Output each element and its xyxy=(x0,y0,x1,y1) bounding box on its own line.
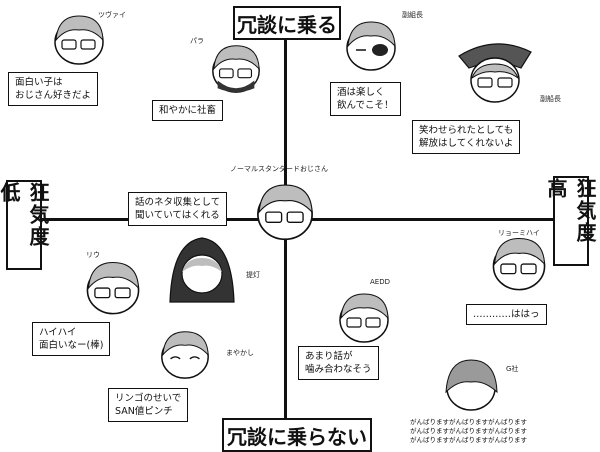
character-face-icon xyxy=(339,293,389,343)
character-face-icon xyxy=(161,331,209,379)
speech-bubble: 酒は楽しく 飲んでこそ！ xyxy=(330,82,401,116)
character-name: ノーマルスタンダードおじさん xyxy=(230,165,328,173)
character-face-icon xyxy=(54,15,104,65)
speech-bubble: 面白い子は おじさん好きだよ xyxy=(8,72,99,106)
character-name: まやかし xyxy=(226,349,254,357)
character-name: AEDD xyxy=(370,278,390,286)
character-face-icon xyxy=(86,261,140,315)
repeated-text: がんばりますがんばりますがんばります がんばりますがんばりますがんばります がん… xyxy=(410,418,527,444)
character-name: G社 xyxy=(506,365,519,373)
character-name: 提灯 xyxy=(246,271,260,279)
speech-bubble: あまり話が 噛み合わなそう xyxy=(298,346,379,380)
character-face-icon xyxy=(346,21,396,71)
axis-label-left: 狂気度低 xyxy=(0,180,50,270)
character-name: リョーミハイ xyxy=(498,229,540,237)
axis-label-bottom: 冗談に乗らない xyxy=(222,418,372,452)
speech-bubble: …………ははっ xyxy=(466,304,547,325)
speech-bubble: リンゴのせいで SAN値ピンチ xyxy=(108,388,189,422)
character-face-icon xyxy=(257,184,313,241)
axis-label-top: 冗談に乗る xyxy=(233,6,341,40)
axis-label-right: 狂気度高 xyxy=(544,176,597,266)
speech-bubble: 和やかに社畜 xyxy=(152,100,224,121)
speech-bubble: ハイハイ 面白いなー(棒) xyxy=(32,322,111,356)
character-face-icon xyxy=(169,237,235,303)
speech-bubble: 笑わせられたとしても 解放はしてくれないよ xyxy=(412,120,521,154)
character-name: ツヴァイ xyxy=(98,11,126,19)
character-name: パラ xyxy=(190,37,204,45)
character-face-icon xyxy=(458,43,532,103)
character-name: 副船長 xyxy=(540,95,561,103)
character-name: 副組長 xyxy=(402,11,423,19)
speech-bubble: 話のネタ収集として 聞いていてはくれる xyxy=(128,192,228,226)
character-face-icon xyxy=(212,45,260,93)
character-name: リウ xyxy=(86,251,100,259)
character-face-icon xyxy=(445,359,498,411)
character-face-icon xyxy=(492,237,546,291)
